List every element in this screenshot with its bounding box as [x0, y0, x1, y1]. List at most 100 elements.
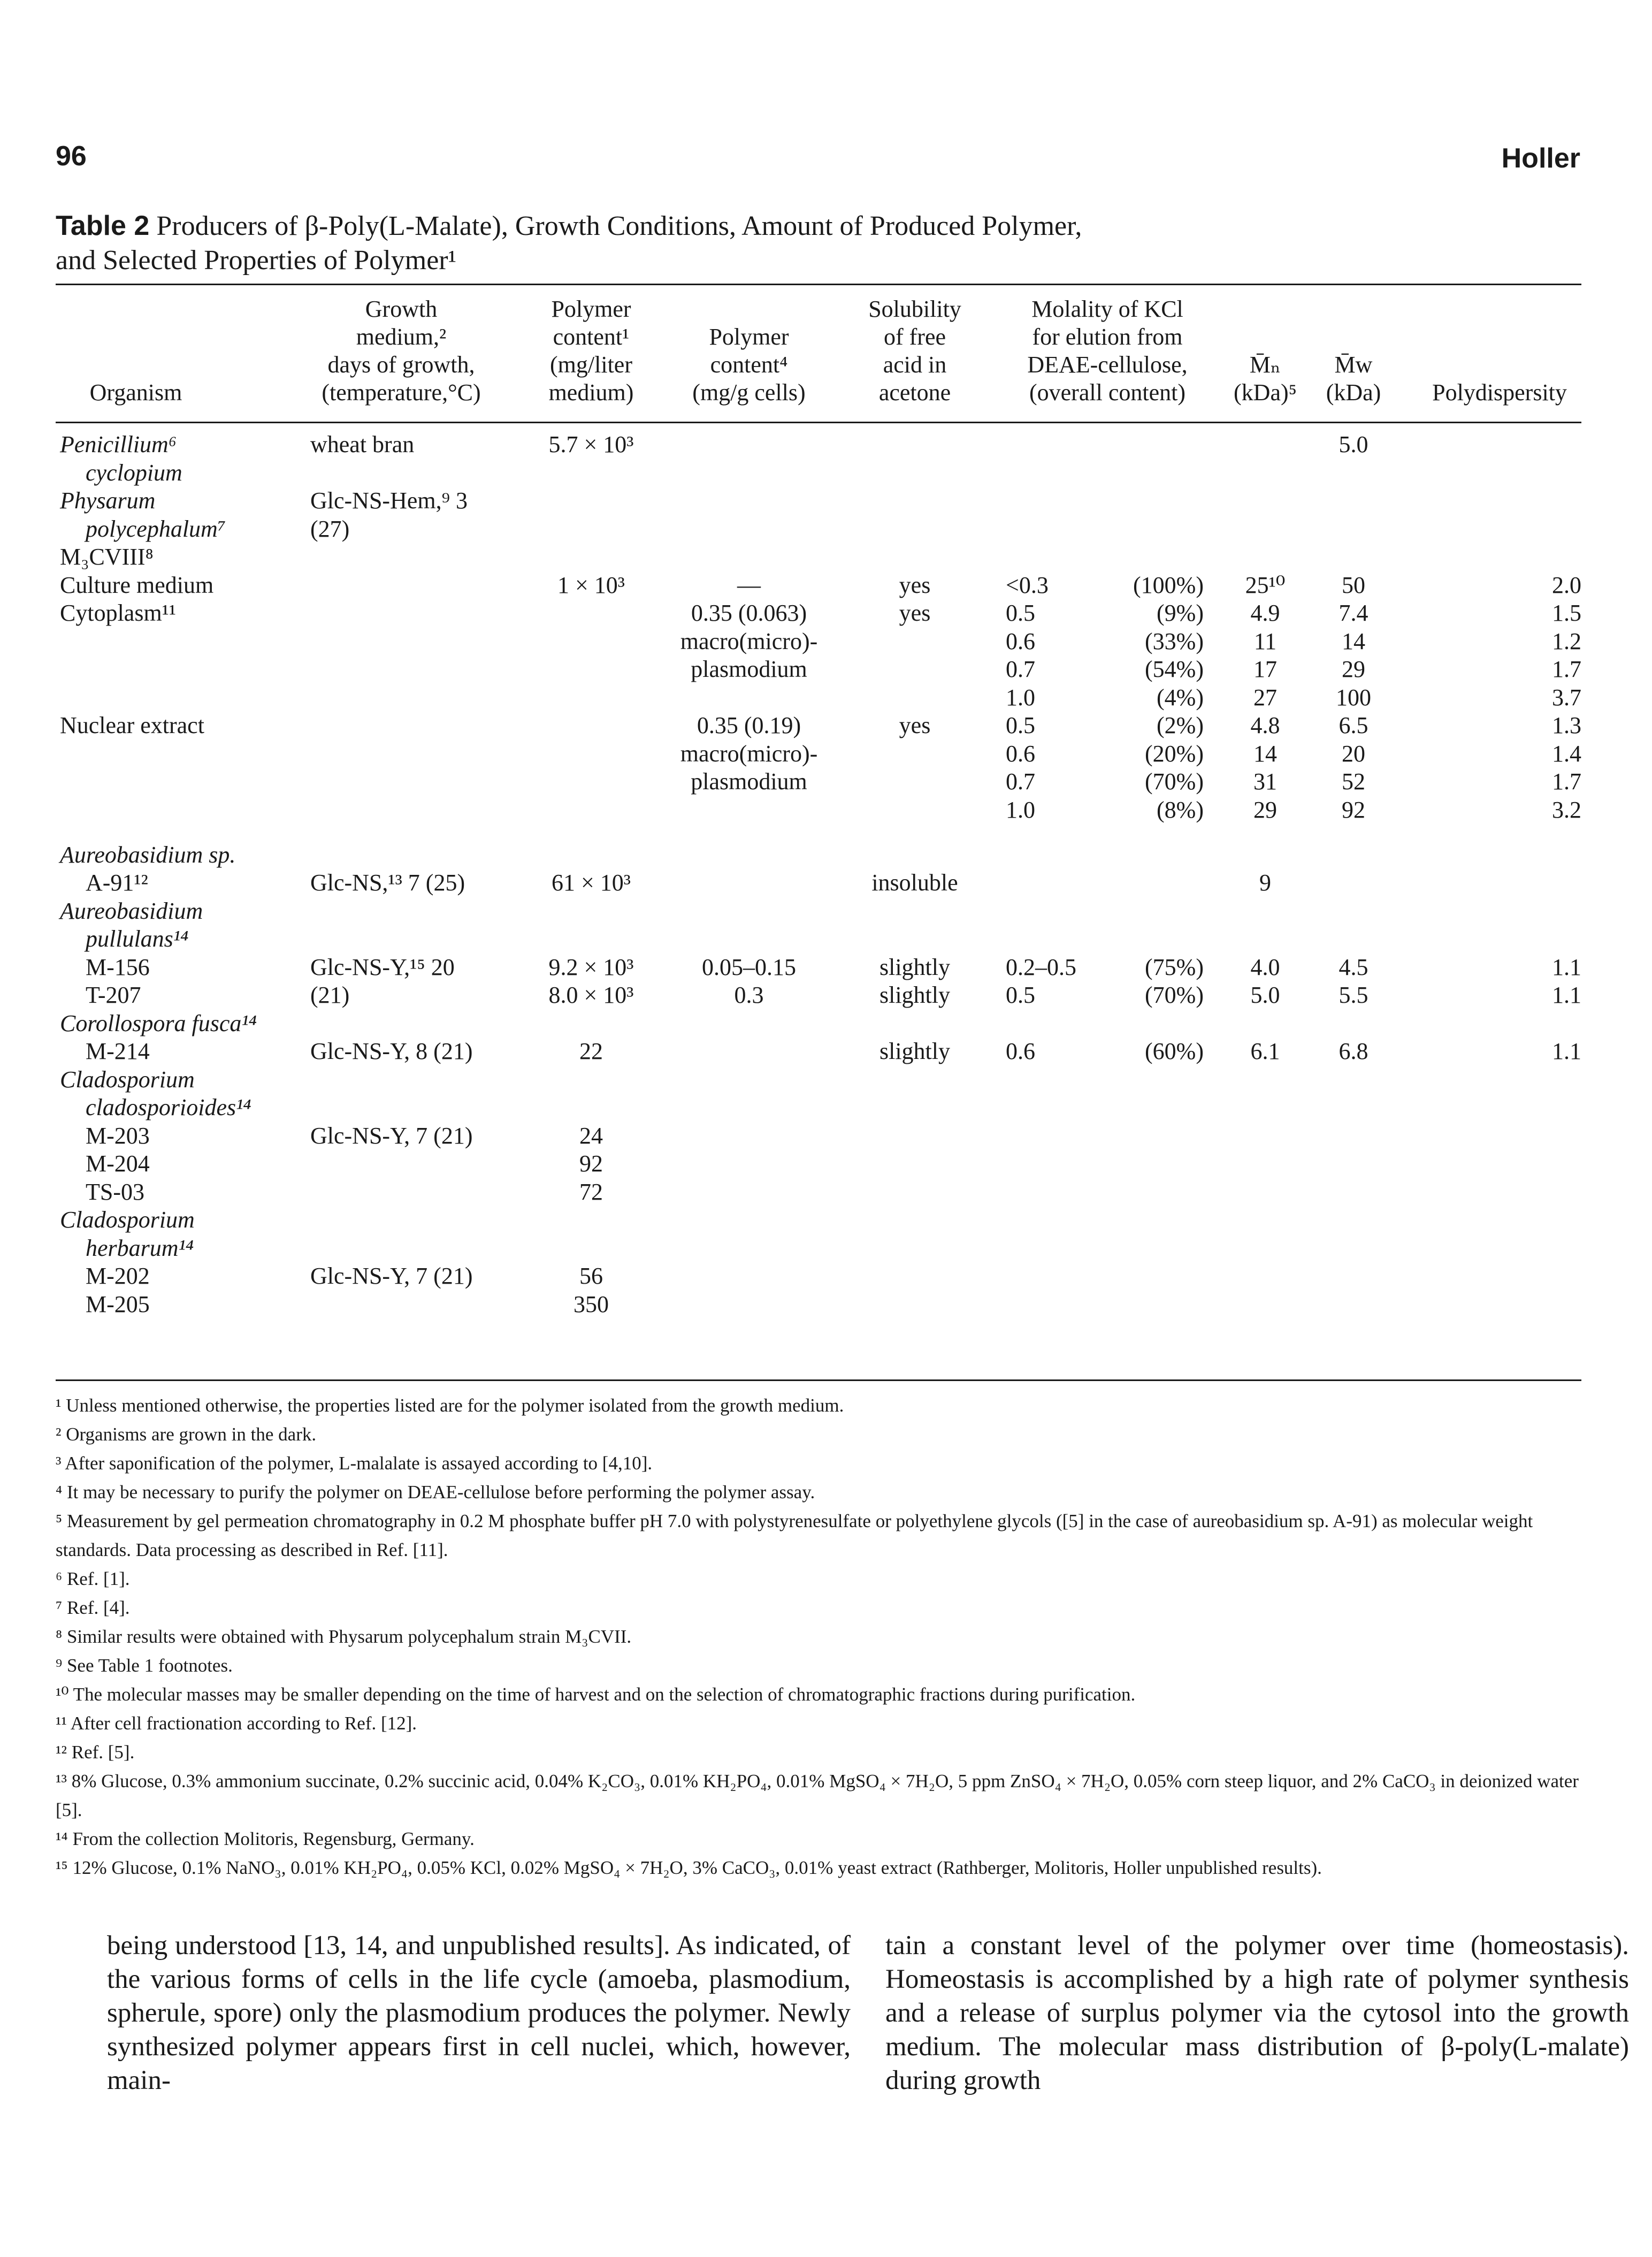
table-cell-pd: 3.2 [1552, 796, 1581, 823]
table-cell-org: M₃CVIII⁸ [60, 544, 154, 570]
table-cell-liter: 22 [579, 1038, 603, 1064]
footnote: ⁶ Ref. [1]. [56, 1568, 130, 1589]
table-cell-liter: 5.7 × 10³ [548, 431, 634, 458]
table-cell-growth: Glc-NS-Y, 7 (21) [310, 1263, 473, 1289]
table-cell-mw: 6.5 [1339, 712, 1368, 738]
table-cell-mol: 0.5 [1006, 600, 1035, 626]
table-cell-pct: (4%) [1157, 684, 1204, 711]
table-cell-mol: 0.6 [1006, 1038, 1035, 1064]
table-top-rule [56, 284, 1581, 285]
table-cell-mn: 27 [1253, 684, 1277, 711]
table-cell-mol: 0.2–0.5 [1006, 954, 1076, 980]
table-cell-pct: (75%) [1145, 954, 1204, 980]
table-cell-mol: 0.6 [1006, 628, 1035, 654]
table-cell-org: M-205 [86, 1291, 150, 1317]
table-cell-pd: 2.0 [1552, 571, 1581, 598]
table-cell-pd: 1.5 [1552, 600, 1581, 626]
table-cell-org: Nuclear extract [60, 712, 204, 738]
table-cell-mw: 20 [1342, 740, 1365, 767]
footnote: ⁵ Measurement by gel permeation chromato… [56, 1511, 1533, 1560]
table-cell-mol: 0.5 [1006, 982, 1035, 1008]
table-cell-org: herbarum¹⁴ [86, 1234, 194, 1261]
table-cell-mn: 9 [1259, 870, 1271, 896]
table-cell-pd: 1.7 [1552, 656, 1581, 682]
table-cell-mn: 25¹⁰ [1245, 571, 1286, 598]
table-cell-pd: 1.1 [1552, 954, 1581, 980]
table-bottom-rule [56, 1379, 1581, 1381]
table-cell-org: M-204 [86, 1150, 150, 1177]
table-cell-sol: yes [899, 712, 931, 738]
table-cell-liter: 56 [579, 1263, 603, 1289]
table-cell-mol: 0.6 [1006, 740, 1035, 767]
table-cell-mn: 11 [1253, 628, 1277, 654]
caption-line-1: Producers of β-Poly(L-Malate), Growth Co… [156, 211, 1082, 241]
table-cell-sol: insoluble [871, 870, 958, 896]
table-cell-org: A-91¹² [86, 870, 148, 896]
table-cell-liter: 1 × 10³ [557, 571, 625, 598]
table-cell-mn: 29 [1253, 796, 1277, 823]
footnote: ⁴ It may be necessary to purify the poly… [56, 1482, 815, 1503]
table-cell-growth: Glc-NS-Y, 8 (21) [310, 1038, 473, 1064]
table-cell-pct: (2%) [1157, 712, 1204, 738]
table-cell-mw: 52 [1342, 768, 1365, 795]
table-cell-sol: yes [899, 571, 931, 598]
table-cell-org: pullulans¹⁴ [86, 926, 189, 952]
table-cell-mw: 92 [1342, 796, 1365, 823]
table-cell-mw: 6.8 [1339, 1038, 1368, 1064]
table-cell-pct: (100%) [1133, 571, 1204, 598]
table-cell-mol: 0.7 [1006, 656, 1035, 682]
caption-line-2: and Selected Properties of Polymer¹ [56, 245, 457, 276]
footnote: ¹³ 8% Glucose, 0.3% ammonium succinate, … [56, 1771, 1579, 1820]
table-cell-mn: 14 [1253, 740, 1277, 767]
table-cell-liter: 72 [579, 1178, 603, 1205]
table-cell-growth: (27) [310, 515, 350, 542]
table-cell-liter: 350 [573, 1291, 609, 1317]
footnote: ² Organisms are grown in the dark. [56, 1424, 317, 1445]
table-cell-growth: Glc-NS-Y, 7 (21) [310, 1122, 473, 1149]
footnotes: ¹ Unless mentioned otherwise, the proper… [56, 1391, 1581, 1882]
table-cell-org: TS-03 [86, 1178, 144, 1205]
header-organism: Organism [89, 379, 182, 406]
table-cell-org: Cladosporium [60, 1207, 195, 1233]
table-cell-org: polycephalum⁷ [86, 515, 226, 542]
table-cell-org: Physarum [60, 487, 156, 514]
table-cell-pct: (20%) [1145, 740, 1204, 767]
footnote: ⁸ Similar results were obtained with Phy… [56, 1626, 632, 1647]
table-cell-mw: 4.5 [1339, 954, 1368, 980]
table-cell-pct: (33%) [1145, 628, 1204, 654]
table-cell-pd: 1.2 [1552, 628, 1581, 654]
table-cell-mn: 4.0 [1250, 954, 1280, 980]
table-cell-org: Corollospora fusca¹⁴ [60, 1010, 257, 1036]
table-caption: Table 2 Producers of β-Poly(L-Malate), G… [56, 209, 1286, 278]
footnote: ¹¹ After cell fractionation according to… [56, 1713, 417, 1734]
table-cell-mn: 5.0 [1250, 982, 1280, 1008]
table-cell-org: M-156 [86, 954, 150, 980]
footnote: ¹⁰ The molecular masses may be smaller d… [56, 1684, 1136, 1705]
table-cell-cells: macro(micro)- [680, 740, 818, 767]
table-cell-org: Aureobasidium sp. [60, 841, 236, 868]
footnote: ¹² Ref. [5]. [56, 1742, 135, 1763]
table-cell-org: Aureobasidium [60, 897, 203, 924]
table-cell-org: Culture medium [60, 571, 214, 598]
table-cell-org: Cladosporium [60, 1066, 195, 1093]
table-cell-cells: 0.3 [734, 982, 764, 1008]
table-cell-mw: 5.5 [1339, 982, 1368, 1008]
footnote: ¹ Unless mentioned otherwise, the proper… [56, 1395, 844, 1416]
table-cell-mol: 1.0 [1006, 684, 1035, 711]
body-column-left: being understood [13, 14, and unpublishe… [107, 1931, 851, 2095]
header-mn: M̄ₙ(kDa)⁵ [1234, 352, 1297, 406]
table-cell-pd: 3.7 [1552, 684, 1581, 711]
table-header-rule [56, 422, 1581, 423]
footnote: ⁷ Ref. [4]. [56, 1597, 130, 1618]
table-cell-pct: (70%) [1145, 982, 1204, 1008]
table-cell-mn: 31 [1253, 768, 1277, 795]
table-cell-growth: Glc-NS-Y,¹⁵ 20 [310, 954, 455, 980]
table-cell-mw: 5.0 [1339, 431, 1368, 458]
table-cell-mol: <0.3 [1006, 571, 1049, 598]
table-cell-sol: slightly [879, 954, 951, 980]
table-cell-pct: (9%) [1157, 600, 1204, 626]
table-cell-pct: (70%) [1145, 768, 1204, 795]
table-cell-pct: (8%) [1157, 796, 1204, 823]
